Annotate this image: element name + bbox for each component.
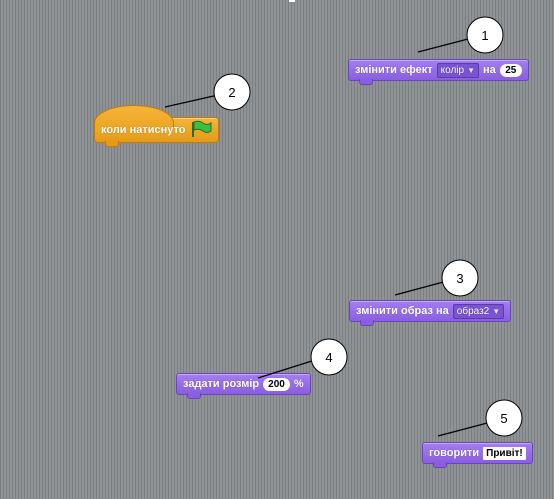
- effect-dropdown[interactable]: колір ▼: [436, 62, 479, 78]
- size-unit: %: [293, 378, 304, 390]
- switch-costume-label: змінити образ на: [356, 305, 449, 317]
- effect-amount-input[interactable]: 25: [499, 63, 522, 77]
- chevron-down-icon: ▼: [492, 306, 501, 316]
- set-size-label: задати розмір: [183, 378, 260, 390]
- say-text-input[interactable]: Привіт!: [483, 446, 526, 460]
- effect-dropdown-value: колір: [440, 64, 465, 76]
- say-block[interactable]: говорити Привіт!: [422, 442, 533, 468]
- when-flag-clicked-block[interactable]: коли натиснуто: [94, 105, 219, 147]
- green-flag-icon: [190, 120, 212, 141]
- chevron-down-icon: ▼: [467, 65, 475, 75]
- size-input[interactable]: 200: [263, 377, 290, 391]
- costume-dropdown-value: образ2: [456, 305, 490, 317]
- change-effect-block[interactable]: змінити ефект колір ▼ на 25: [348, 59, 529, 85]
- set-size-block[interactable]: задати розмір 200 %: [176, 373, 311, 399]
- scroll-indicator: [289, 0, 295, 2]
- switch-costume-block[interactable]: змінити образ на образ2 ▼: [349, 300, 512, 326]
- when-flag-label: коли натиснуто: [101, 124, 186, 136]
- costume-dropdown[interactable]: образ2 ▼: [452, 303, 505, 319]
- change-effect-by-label: на: [482, 64, 496, 76]
- change-effect-label: змінити ефект: [355, 64, 433, 76]
- say-label: говорити: [429, 447, 480, 459]
